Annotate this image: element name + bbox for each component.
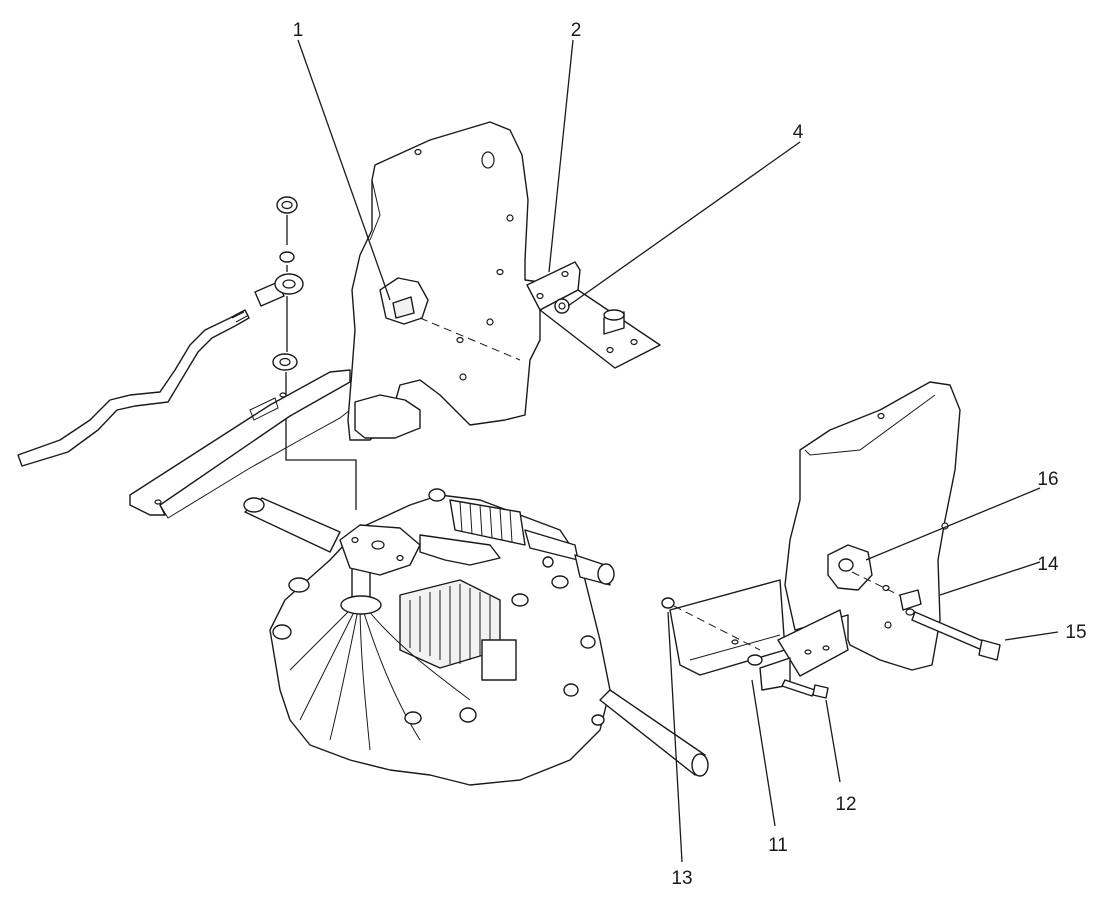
callout-14: 14 — [1037, 554, 1059, 575]
callout-16: 16 — [1037, 469, 1058, 490]
transaxle-assembly — [243, 488, 709, 786]
callout-13: 13 — [671, 868, 692, 889]
jam-nut-stack — [272, 196, 357, 510]
control-rod — [17, 309, 250, 467]
rod-end-swivel — [254, 273, 304, 307]
callout-4: 4 — [793, 122, 804, 143]
leader-lines — [297, 39, 1059, 863]
nut-13 — [661, 597, 761, 651]
callout-15: 15 — [1065, 622, 1086, 643]
callout-12: 12 — [835, 794, 856, 815]
callout-2: 2 — [571, 20, 582, 41]
bolt-15 — [911, 611, 1001, 661]
right-mounting-plate — [747, 381, 961, 691]
frame-rail — [129, 369, 351, 519]
bolt-12 — [781, 679, 829, 699]
callout-labels: 1 2 4 16 14 15 12 11 13 — [293, 20, 1087, 889]
right-frame-rail — [669, 579, 786, 676]
pivot-bracket — [526, 261, 661, 369]
upper-mounting-plate — [347, 121, 541, 441]
callout-1: 1 — [293, 20, 304, 41]
callout-11: 11 — [768, 835, 788, 856]
